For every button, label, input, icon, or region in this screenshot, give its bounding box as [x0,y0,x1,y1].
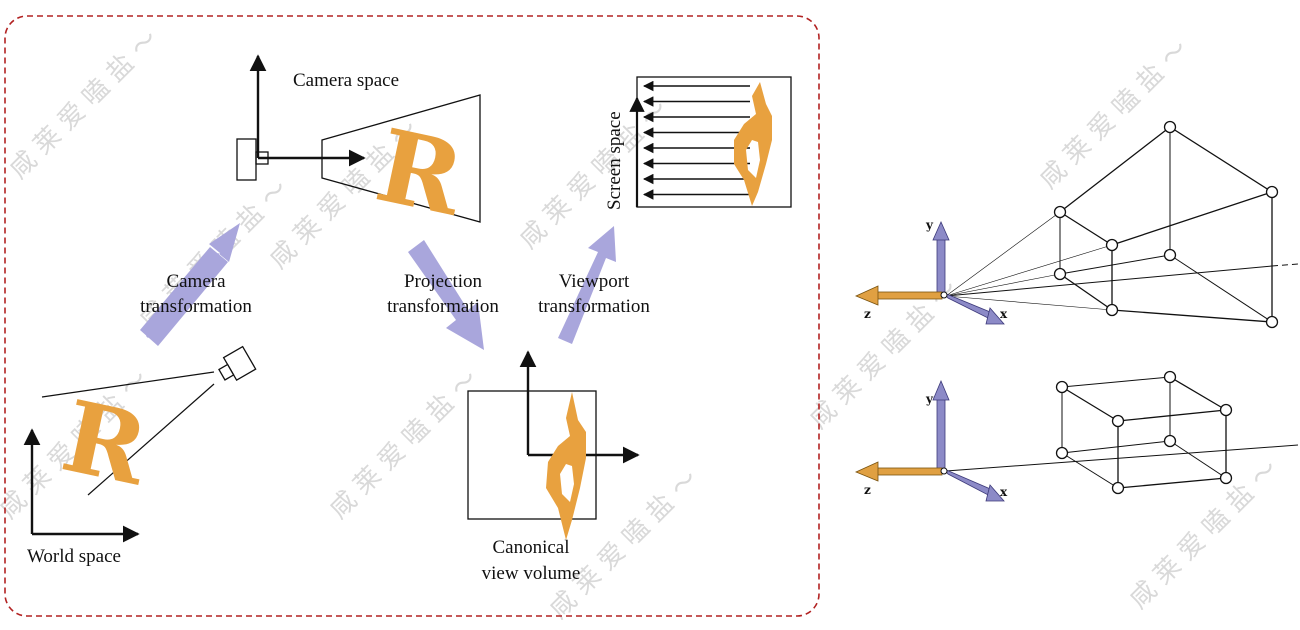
camera-transformation-arrow-shaft [140,247,228,346]
scanline-arrows [642,80,750,200]
watermark-text: 咸 莱 爱 嗑 盐 ～ [324,364,485,525]
watermark-text: 咸 莱 爱 嗑 盐 ～ [514,94,675,255]
screen-space-panel: Screen space [604,76,792,210]
projection-transformation-arrow [408,240,484,350]
frustum-y-axis-label: y [925,218,934,232]
watermark-text: 咸 莱 爱 嗑 盐 ～ [1124,454,1285,615]
world-object-letter: R [53,379,158,509]
frustum-x-axis-label: x [1000,307,1008,321]
frustum-axes: y z x [854,218,1008,325]
pipeline-frame [4,15,820,617]
camera-transformation-label-line1: Camera [166,271,226,292]
perspective-frustum-diagram [945,120,1299,329]
viewport-transformation-arrow [558,226,616,344]
camera-space-label: Camera space [293,70,399,91]
orthographic-box-diagram [945,370,1299,495]
canonical-view-volume-panel: Canonical view volume [467,350,640,584]
ortho-x-axis-label: x [1000,485,1008,499]
canonical-view-volume-label-line1: Canonical [492,537,569,558]
camera-transformation-label-line2: transformation [140,296,252,317]
projection-transformation-label-line1: Projection [404,271,483,292]
watermark-layer: 咸 莱 爱 嗑 盐 ～ 咸 莱 爱 嗑 盐 ～ 咸 莱 爱 嗑 盐 ～ 咸 莱 … [0,24,1284,625]
ortho-z-axis-label: z [864,483,871,497]
canonical-object-shape [546,392,586,540]
viewport-transformation-label-line2: transformation [538,296,650,317]
ortho-y-axis-label: y [925,392,934,406]
camera-body-icon [236,138,257,181]
world-space-label: World space [27,546,121,567]
screen-object-shape [734,82,772,206]
camera-object-letter: R [367,106,474,239]
projection-transformation-label-line2: transformation [387,296,499,317]
frustum-z-axis-label: z [864,307,871,321]
ortho-axes: y z x [854,379,1008,502]
view-frustum [321,94,481,223]
camera-lens-icon [255,151,269,165]
watermark-text: 咸 莱 爱 嗑 盐 ～ [4,24,165,185]
canonical-view-volume-label-line2: view volume [482,563,581,584]
viewport-transformation-label-line1: Viewport [559,271,630,292]
screen-space-label: Screen space [604,111,625,210]
world-camera-icon [218,345,257,382]
